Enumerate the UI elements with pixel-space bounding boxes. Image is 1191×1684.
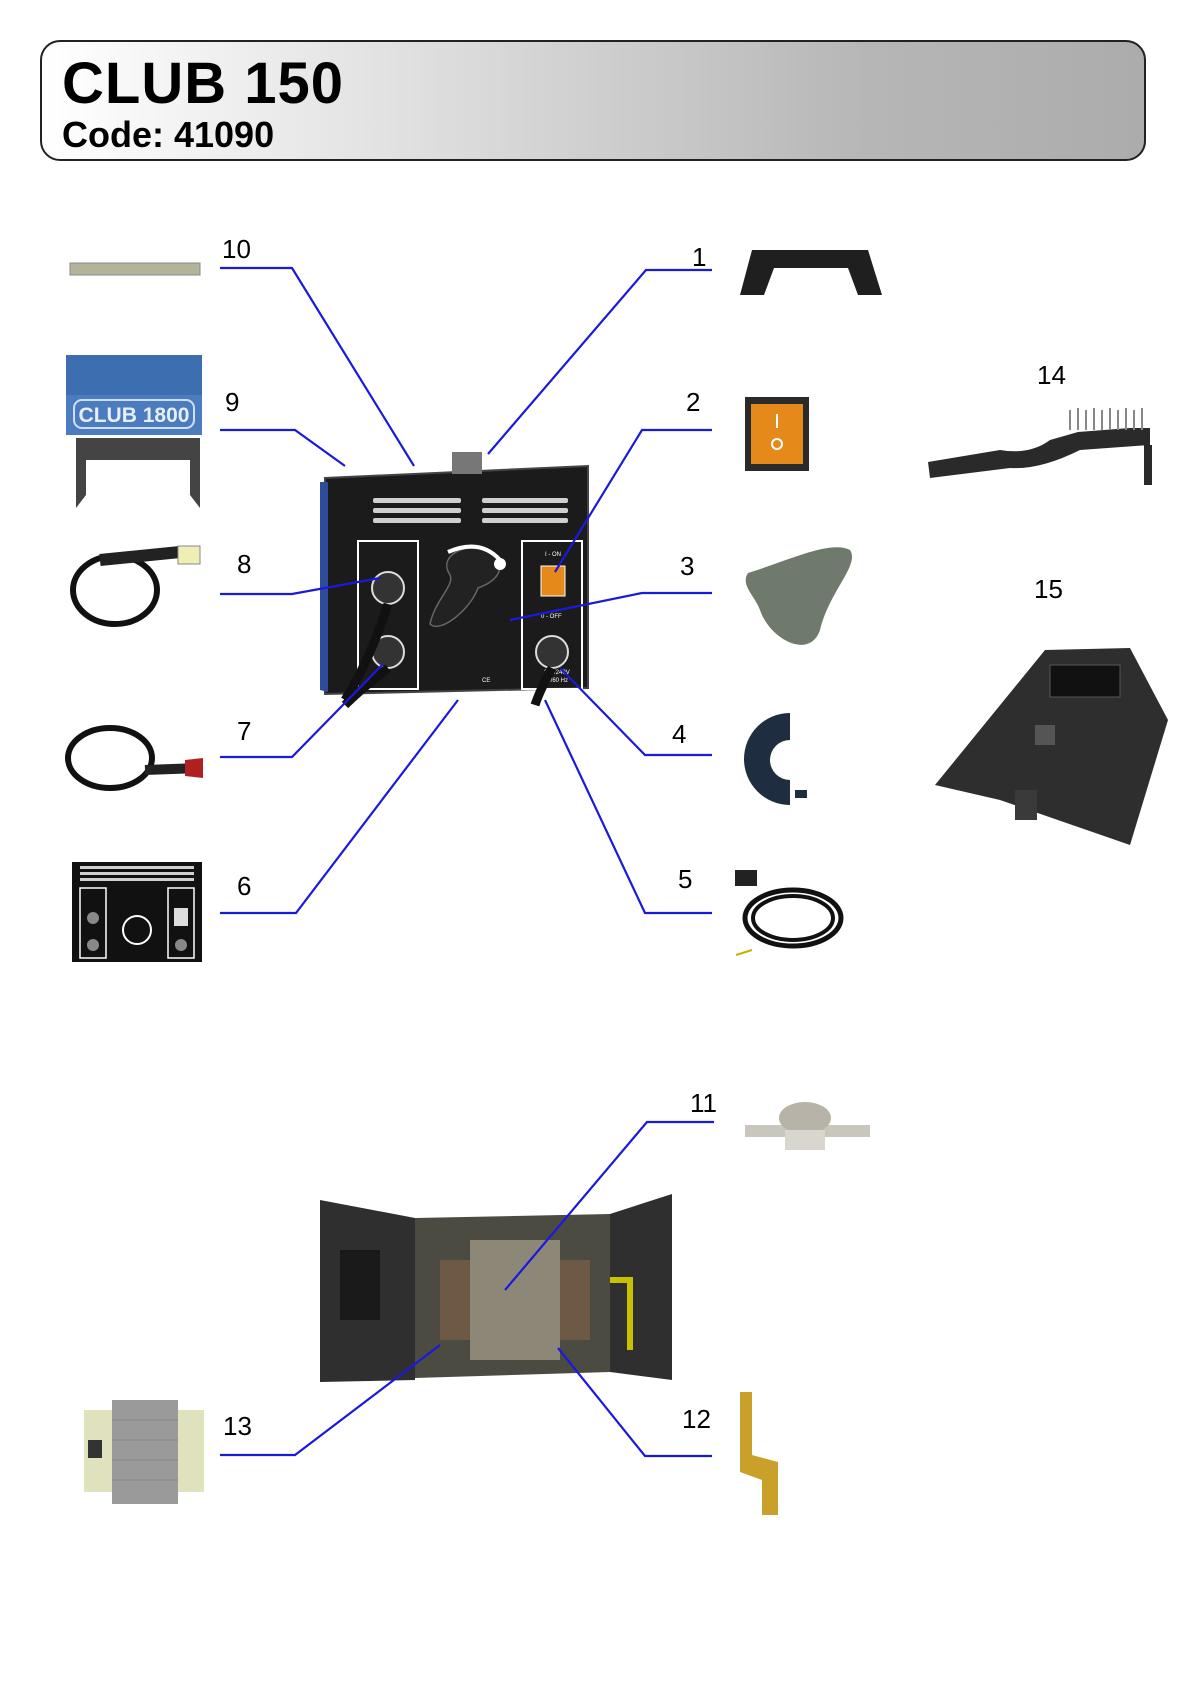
callout-numbers: 10 1 9 2 8 3 7 4 6 5 14 15 11 13 12 [222,234,1066,1441]
callout-13: 13 [223,1411,252,1441]
callout-2: 2 [686,387,700,417]
part-1-handle [740,250,882,295]
leader-4 [559,667,712,757]
callout-15: 15 [1034,574,1063,604]
voltage-label: 230/240V [544,670,570,676]
callout-4: 4 [672,719,686,749]
nameplate-text: CLUB 1800 [79,404,190,427]
switch-off-label: 0 - OFF [541,614,562,620]
part-12-bracket [740,1392,778,1515]
leader-9 [220,428,346,467]
model-title: CLUB 150 [62,51,344,116]
part-5-power-cable [735,870,844,956]
callout-11: 11 [690,1088,717,1118]
switch-on-label: I - ON [545,552,561,558]
leader-8 [220,576,381,596]
callout-5: 5 [678,864,692,894]
part-10-strip [69,262,201,276]
part-7-earth-clamp [65,725,203,791]
part-2-rocker-switch [745,397,809,471]
part-4-knob-base [744,713,807,805]
part-9-front-plate: CLUB 1800 [66,355,202,508]
part-3-knob [745,547,853,645]
leader-lines [220,266,714,1458]
part-8-electrode-holder [70,545,201,627]
leader-2 [554,428,712,573]
header-box: CLUB 150 Code: 41090 [40,40,1146,161]
frequency-label: 50/60 Hz [544,678,568,684]
callout-10: 10 [222,234,251,264]
leader-13 [220,1344,441,1457]
callout-8: 8 [237,549,251,579]
part-13-transformer [84,1400,204,1504]
ce-mark: CE [482,678,490,684]
leader-7 [220,663,384,759]
callout-9: 9 [225,387,239,417]
callout-7: 7 [237,716,251,746]
leader-1 [487,268,712,455]
callout-1: 1 [692,242,706,272]
leader-10 [220,266,415,467]
leader-12 [557,1347,712,1458]
part-6-front-panel [72,862,202,962]
leader-3 [509,591,712,622]
leader-11 [504,1120,714,1291]
leader-5 [544,699,712,915]
callout-3: 3 [680,551,694,581]
model-code: Code: 41090 [62,114,275,155]
callout-12: 12 [682,1404,711,1434]
welder-internal-unit [320,1194,672,1382]
part-14-wire-brush [928,408,1152,485]
part-15-welding-mask [935,648,1168,845]
welder-front-unit: I - ON 0 - OFF 230/240V 50/60 Hz CE [320,452,589,709]
callout-14: 14 [1037,360,1066,390]
callout-6: 6 [237,871,251,901]
leader-6 [220,699,459,915]
part-11-thermostat [745,1102,870,1150]
